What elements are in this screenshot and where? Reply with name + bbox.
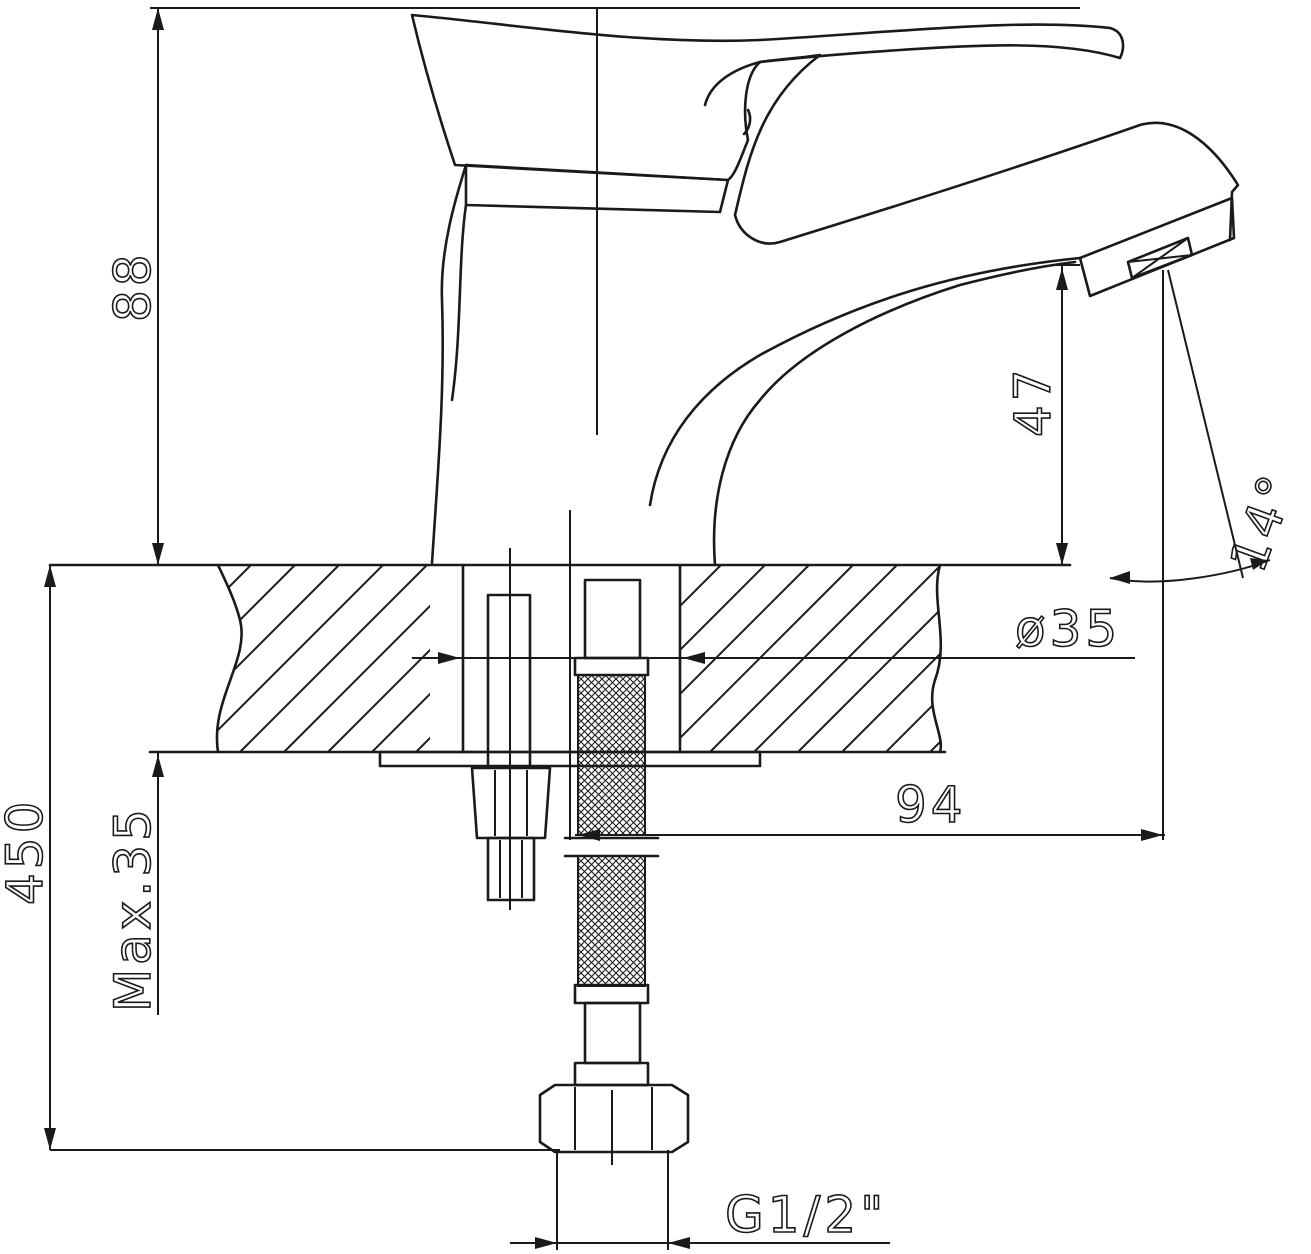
dimension-47: 47 — [1003, 264, 1080, 565]
hatch-line — [20, 565, 207, 752]
dim-label-thread: G1/2" — [725, 1186, 887, 1244]
dim-label-max35: Max.35 — [104, 805, 162, 1012]
hatch-line — [239, 565, 428, 752]
hatch-line — [216, 565, 340, 752]
dimension-88: 88 — [103, 7, 1080, 565]
dimension-35-diameter: ø35 — [412, 599, 1135, 664]
dimension-thread: G1/2" — [510, 1150, 890, 1250]
dimension-14deg: 14° — [1109, 269, 1308, 840]
dim-label-35-diameter: ø35 — [1015, 600, 1121, 658]
dim-label-14deg: 14° — [1219, 465, 1308, 579]
hatch-line — [371, 565, 430, 752]
dim-label-47: 47 — [1004, 365, 1062, 437]
hatch-line — [885, 565, 941, 752]
hatch-line — [283, 565, 430, 752]
dim-label-88: 88 — [104, 250, 162, 322]
hatch-line — [680, 565, 722, 752]
dim-label-94: 94 — [895, 776, 967, 834]
mounting-stud — [470, 548, 552, 910]
hatch-line — [216, 565, 384, 752]
flexible-hose — [538, 510, 690, 1165]
hatch-line — [216, 565, 296, 752]
hatch-line — [680, 565, 766, 752]
countertop-section — [20, 563, 1072, 768]
dimension-max35: Max.35 — [103, 752, 164, 1015]
faucet-body — [410, 8, 1240, 567]
dimension-94: 94 — [575, 775, 1165, 841]
dim-label-450: 450 — [0, 798, 54, 905]
dimension-450: 450 — [0, 565, 560, 1151]
